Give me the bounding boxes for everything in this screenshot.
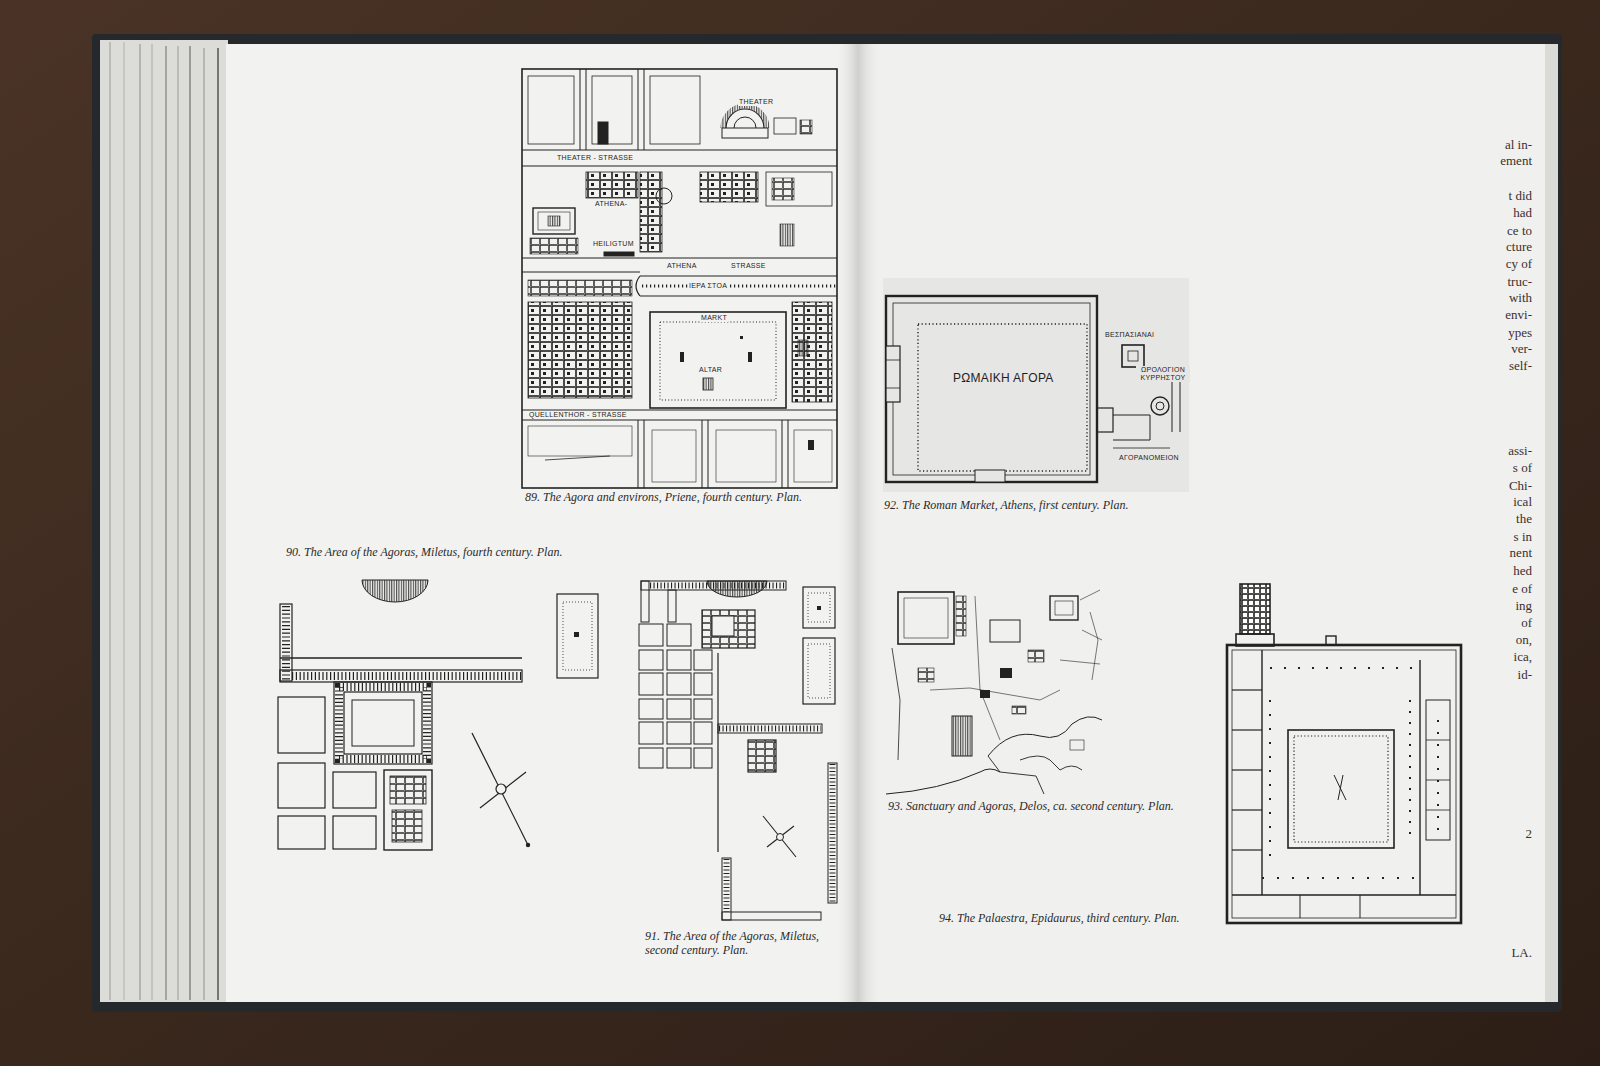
plan-label: ATHENA xyxy=(666,262,698,270)
margin-text: on, xyxy=(1516,633,1532,648)
margin-text: s in xyxy=(1514,530,1532,545)
margin-text: e of xyxy=(1512,582,1532,597)
margin-text: the xyxy=(1516,512,1532,527)
miletus-plan-2nd xyxy=(639,581,837,920)
plan-label: ΙΕΡΑ ΣΤΟΑ xyxy=(688,282,728,290)
plan-label: ALTAR xyxy=(698,366,723,374)
margin-text: cy of xyxy=(1506,257,1532,272)
margin-text: ce to xyxy=(1507,224,1532,239)
margin-text: ica, xyxy=(1514,650,1532,665)
margin-text: ement xyxy=(1500,154,1532,169)
plan-label: HEILIGTUM xyxy=(592,240,635,248)
figure-caption: 90. The Area of the Agoras, Miletus, fou… xyxy=(286,546,562,560)
margin-text: had xyxy=(1513,206,1532,221)
plan-label: ΩΡΟΛΟΓΙΟΝ ΚΥΡΡΗΣΤΟΥ xyxy=(1136,366,1190,382)
plan-label: ΒΕΣΠΑΣΙΑΝΑΙ xyxy=(1104,331,1155,339)
figure-caption: 93. Sanctuary and Agoras, Delos, ca. sec… xyxy=(888,800,1174,814)
palaestra-plan xyxy=(1227,584,1461,923)
plan-label: THEATER xyxy=(738,98,774,106)
priene-plan xyxy=(522,69,837,488)
margin-text: Chi- xyxy=(1509,479,1532,494)
margin-text: ver- xyxy=(1511,342,1532,357)
margin-text: truc- xyxy=(1507,275,1532,290)
margin-text: ical xyxy=(1513,495,1532,510)
roman-market-plan xyxy=(883,278,1189,492)
margin-text: of xyxy=(1521,616,1532,631)
margin-text: id- xyxy=(1518,668,1532,683)
margin-text: al in- xyxy=(1505,138,1532,153)
figure-caption: 91. The Area of the Agoras, Miletus, sec… xyxy=(645,930,850,958)
margin-text: cture xyxy=(1506,240,1532,255)
margin-text: s of xyxy=(1513,461,1532,476)
plan-label: STRASSE xyxy=(730,262,767,270)
page-stack xyxy=(100,40,228,1002)
margin-text: with xyxy=(1509,291,1532,306)
margin-text: nent xyxy=(1510,546,1532,561)
plan-label: ΑΓΟΡΑΝΟΜΕΙΟΝ xyxy=(1118,454,1180,462)
margin-text: t did xyxy=(1509,189,1532,204)
margin-text: ing xyxy=(1515,599,1532,614)
margin-text: hed xyxy=(1513,564,1532,579)
margin-text: self- xyxy=(1509,359,1532,374)
plan-label: ΡΩΜΑΙΚΗ ΑΓΟΡΑ xyxy=(952,372,1055,386)
figure-caption: 92. The Roman Market, Athens, first cent… xyxy=(884,499,1128,513)
plan-label: ATHENA- xyxy=(594,200,628,208)
plan-label: MARKT xyxy=(700,314,728,322)
margin-text: envi- xyxy=(1505,308,1532,323)
plan-label: QUELLENTHOR - STRASSE xyxy=(528,411,628,419)
plan-label: THEATER - STRASSE xyxy=(556,154,634,162)
margin-text: ypes xyxy=(1508,326,1532,341)
margin-text: 2 xyxy=(1526,827,1533,842)
figure-caption: 89. The Agora and environs, Priene, four… xyxy=(525,491,802,505)
margin-text: assi- xyxy=(1508,444,1532,459)
figure-caption: 94. The Palaestra, Epidaurus, third cent… xyxy=(939,912,1180,926)
right-page xyxy=(858,44,1558,1002)
margin-text: LA. xyxy=(1511,946,1532,961)
miletus-plan-4th xyxy=(278,580,598,850)
left-page xyxy=(226,44,860,1002)
delos-plan xyxy=(886,590,1102,794)
